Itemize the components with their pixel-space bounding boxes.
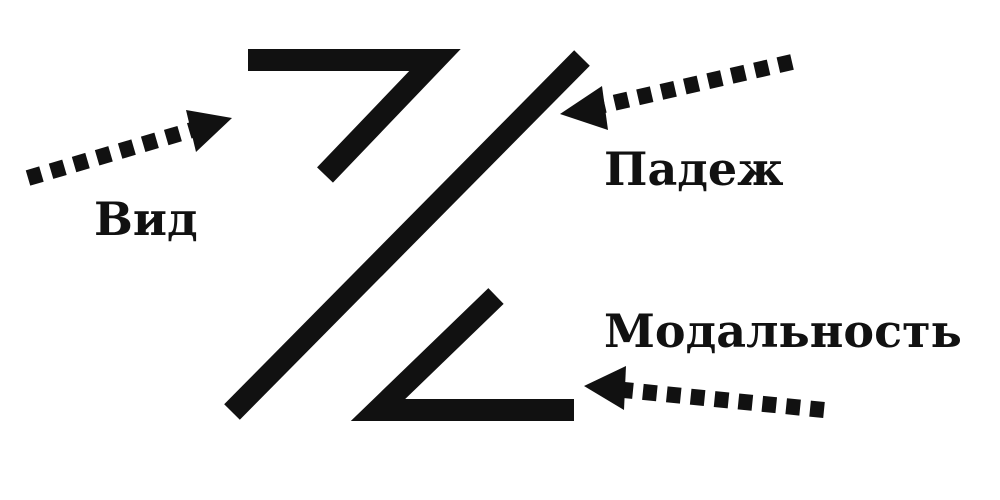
modality-arrow bbox=[584, 366, 825, 418]
modality-stroke bbox=[350, 288, 574, 421]
modality-arrowhead bbox=[584, 366, 626, 410]
case-stroke bbox=[224, 50, 590, 420]
case-arrowhead bbox=[560, 86, 608, 130]
aspect-arrow bbox=[25, 110, 232, 186]
aspect-label: Вид bbox=[94, 192, 198, 246]
case-arrow bbox=[560, 54, 794, 130]
case-label: Падеж bbox=[604, 142, 784, 196]
aspect-arrowhead bbox=[186, 110, 232, 152]
modality-label: Модальность bbox=[604, 304, 962, 358]
aspect-stroke bbox=[248, 49, 461, 183]
